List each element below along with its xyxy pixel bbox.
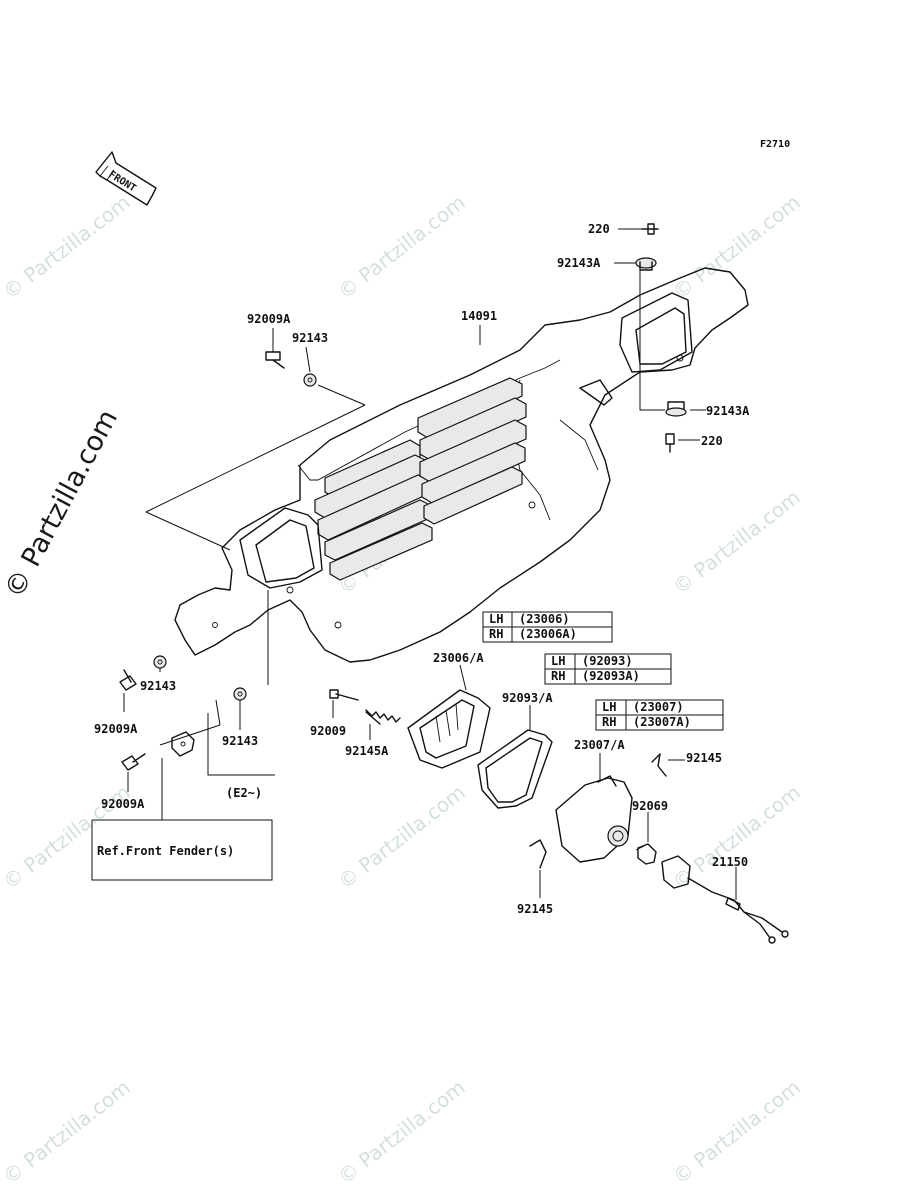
watermark: © Partzilla.com: [668, 190, 804, 304]
bolt-92009A-left: [119, 669, 137, 691]
t23006-side-1: RH: [489, 627, 503, 641]
label-23006A: 23006/A: [433, 651, 484, 665]
label-92009: 92009: [310, 724, 346, 738]
watermark: © Partzilla.com: [333, 780, 469, 894]
screw-220-top: [618, 223, 659, 235]
watermark: © Partzilla.com: [0, 190, 135, 304]
label-14091: 14091: [461, 309, 497, 323]
label-92009A-top: 92009A: [247, 312, 291, 326]
table-92093: LH (92093) RH (92093A): [544, 653, 672, 685]
label-92143-top: 92143: [292, 331, 328, 345]
label-92093A: 92093/A: [502, 691, 553, 705]
note-ref-front-fender: Ref.Front Fender(s): [97, 844, 234, 858]
label-92009A-left: 92009A: [94, 722, 138, 736]
watermark-layer: © Partzilla.com © Partzilla.com © Partzi…: [0, 190, 805, 1189]
t23007-part-1: (23007A): [633, 715, 691, 729]
t23006-side-0: LH: [489, 612, 503, 626]
watermark: © Partzilla.com: [0, 1075, 135, 1189]
label-220-right: 220: [701, 434, 723, 448]
watermark: © Partzilla.com: [668, 1075, 804, 1189]
grommet-92143A-top: [614, 257, 657, 271]
front-arrow-icon: FRONT: [95, 151, 157, 206]
bolt-92009A-top: [265, 351, 285, 369]
label-92145-right: 92145: [686, 751, 722, 765]
label-92143A-top: 92143A: [557, 256, 601, 270]
table-23006: LH (23006) RH (23006A): [482, 611, 613, 643]
t23007-part-0: (23007): [633, 700, 684, 714]
label-21150: 21150: [712, 855, 748, 869]
table-23007: LH (23007) RH (23007A): [595, 699, 724, 731]
label-92069: 92069: [632, 799, 668, 813]
label-92143-left: 92143: [140, 679, 176, 693]
guide-lines: [91, 270, 665, 881]
bolt-92009A-bottom: [121, 753, 146, 771]
seal-ring-92093: [477, 729, 553, 809]
label-92143-lower: 92143: [222, 734, 258, 748]
washer-92143-lower: [233, 687, 247, 701]
t23007-side-1: RH: [602, 715, 616, 729]
socket-21150: [661, 855, 789, 944]
label-92143A-right: 92143A: [706, 404, 750, 418]
washer-92143-left: [153, 655, 167, 672]
watermark: © Partzilla.com: [668, 485, 804, 599]
t92093-side-1: RH: [551, 669, 565, 683]
vent-slots: [314, 377, 527, 581]
label-92009A-bottom: 92009A: [101, 797, 145, 811]
bracket-clip: [171, 731, 195, 757]
label-23007A: 23007/A: [574, 738, 625, 752]
bulb-92069: [635, 843, 657, 865]
label-220-top: 220: [588, 222, 610, 236]
t92093-part-1: (92093A): [582, 669, 640, 683]
note-e2: (E2~): [226, 786, 262, 800]
bolt-92009: [329, 689, 359, 701]
watermark-primary: © Partzilla.com: [0, 405, 124, 604]
clip-92145-bottom: [529, 839, 547, 869]
housing-frame-23006: [407, 689, 491, 769]
screw-220-right: [665, 433, 700, 453]
watermark: © Partzilla.com: [333, 1075, 469, 1189]
clip-92145-right: [651, 753, 667, 777]
figure-code: F2710: [760, 139, 790, 150]
t23006-part-1: (23006A): [519, 627, 577, 641]
watermark: © Partzilla.com: [333, 190, 469, 304]
t23007-side-0: LH: [602, 700, 616, 714]
t92093-side-0: LH: [551, 654, 565, 668]
spring-92145A: [365, 709, 401, 725]
label-92145-bottom: 92145: [517, 902, 553, 916]
lamp-unit-23007: [555, 775, 633, 863]
t23006-part-0: (23006): [519, 612, 570, 626]
t92093-part-0: (92093): [582, 654, 633, 668]
grommet-92143A-right: [665, 401, 706, 417]
headlight-cover-14091: [174, 267, 749, 663]
washer-92143-top: [303, 373, 317, 387]
label-92145A: 92145A: [345, 744, 389, 758]
